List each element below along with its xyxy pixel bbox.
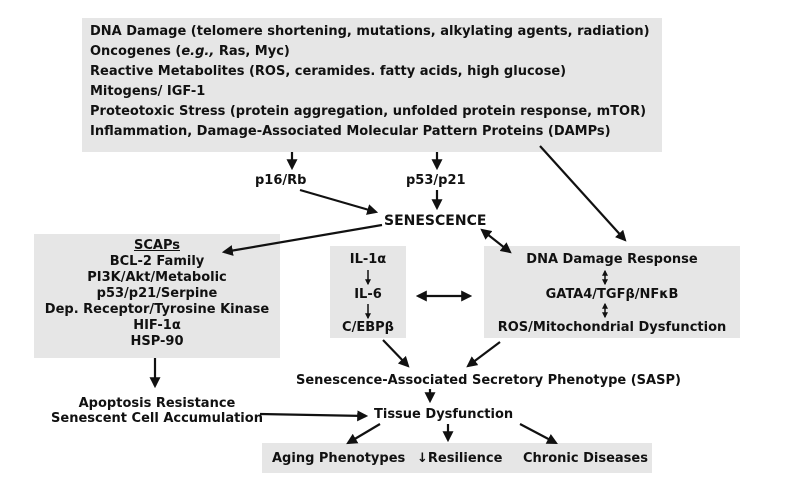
cause-mitogens: Mitogens/ IGF-1 <box>90 84 206 99</box>
interleukin-box <box>330 246 406 338</box>
arrow-tissue-to-aging <box>346 423 381 445</box>
outcome-chronic: Chronic Diseases <box>523 451 648 466</box>
p16-rb-node: p16/Rb <box>255 173 307 188</box>
arrow-cebp-to-sasp <box>382 339 410 368</box>
scaps-item: Dep. Receptor/Tyrosine Kinase <box>44 302 270 317</box>
arrow-p16-to-senescence <box>299 188 379 215</box>
arrow-senescence-ddr <box>480 228 512 254</box>
senescent-cell-accumulation: Senescent Cell Accumulation <box>51 411 263 426</box>
scaps-box <box>34 234 280 358</box>
outcome-resilience: ↓Resilience <box>417 451 503 466</box>
sasp-node: Senescence-Associated Secretory Phenotyp… <box>296 373 681 388</box>
arrow-tissue-to-chronic <box>519 423 558 445</box>
outcome-aging: Aging Phenotypes <box>272 451 406 466</box>
cause-proteotoxic-stress: Proteotoxic Stress (protein aggregation,… <box>90 104 647 119</box>
arrow-ddr-to-sasp <box>466 341 501 368</box>
scaps-item: HSP-90 <box>130 334 184 349</box>
scaps-item: p53/p21/Serpine <box>96 286 218 301</box>
p53-p21-node: p53/p21 <box>406 173 466 188</box>
il6-node: IL-6 <box>354 287 382 302</box>
cebp-node: C/EBPβ <box>342 320 394 335</box>
cause-reactive-metabolites: Reactive Metabolites (ROS, ceramides. fa… <box>90 64 567 79</box>
outcomes-box <box>262 443 652 473</box>
scaps-content: SCAPs BCL-2 Family PI3K/Akt/Metabolic p5… <box>34 238 280 350</box>
causes-list: DNA Damage (telomere shortening, mutatio… <box>90 24 650 140</box>
senescence-node: SENESCENCE <box>384 213 487 229</box>
ddr-title: DNA Damage Response <box>526 252 698 267</box>
cause-inflammation: Inflammation, Damage-Associated Molecula… <box>90 124 611 139</box>
ddr-bottom: ROS/Mitochondrial Dysfunction <box>497 320 727 335</box>
scaps-item: HIF-1α <box>133 318 181 333</box>
scaps-item: PI3K/Akt/Metabolic <box>87 270 227 285</box>
il1-node: IL-1α <box>349 252 387 267</box>
apoptosis-resistance: Apoptosis Resistance <box>78 396 236 411</box>
scaps-title: SCAPs <box>133 238 180 253</box>
ddr-box <box>484 246 740 338</box>
cause-oncogenes: Oncogenes (e.g., Ras, Myc) <box>90 44 290 59</box>
ddr-middle: GATA4/TGFβ/NFκB <box>545 287 679 302</box>
arrow-accumulation-to-tissue <box>259 410 369 422</box>
tissue-dysfunction: Tissue Dysfunction <box>374 407 514 422</box>
causes-box <box>82 18 662 152</box>
arrow-causes-to-ddr <box>539 145 627 242</box>
cause-dna-damage: DNA Damage (telomere shortening, mutatio… <box>90 24 650 39</box>
arrow-senescence-to-scaps <box>221 223 383 256</box>
scaps-item: BCL-2 Family <box>109 254 205 269</box>
